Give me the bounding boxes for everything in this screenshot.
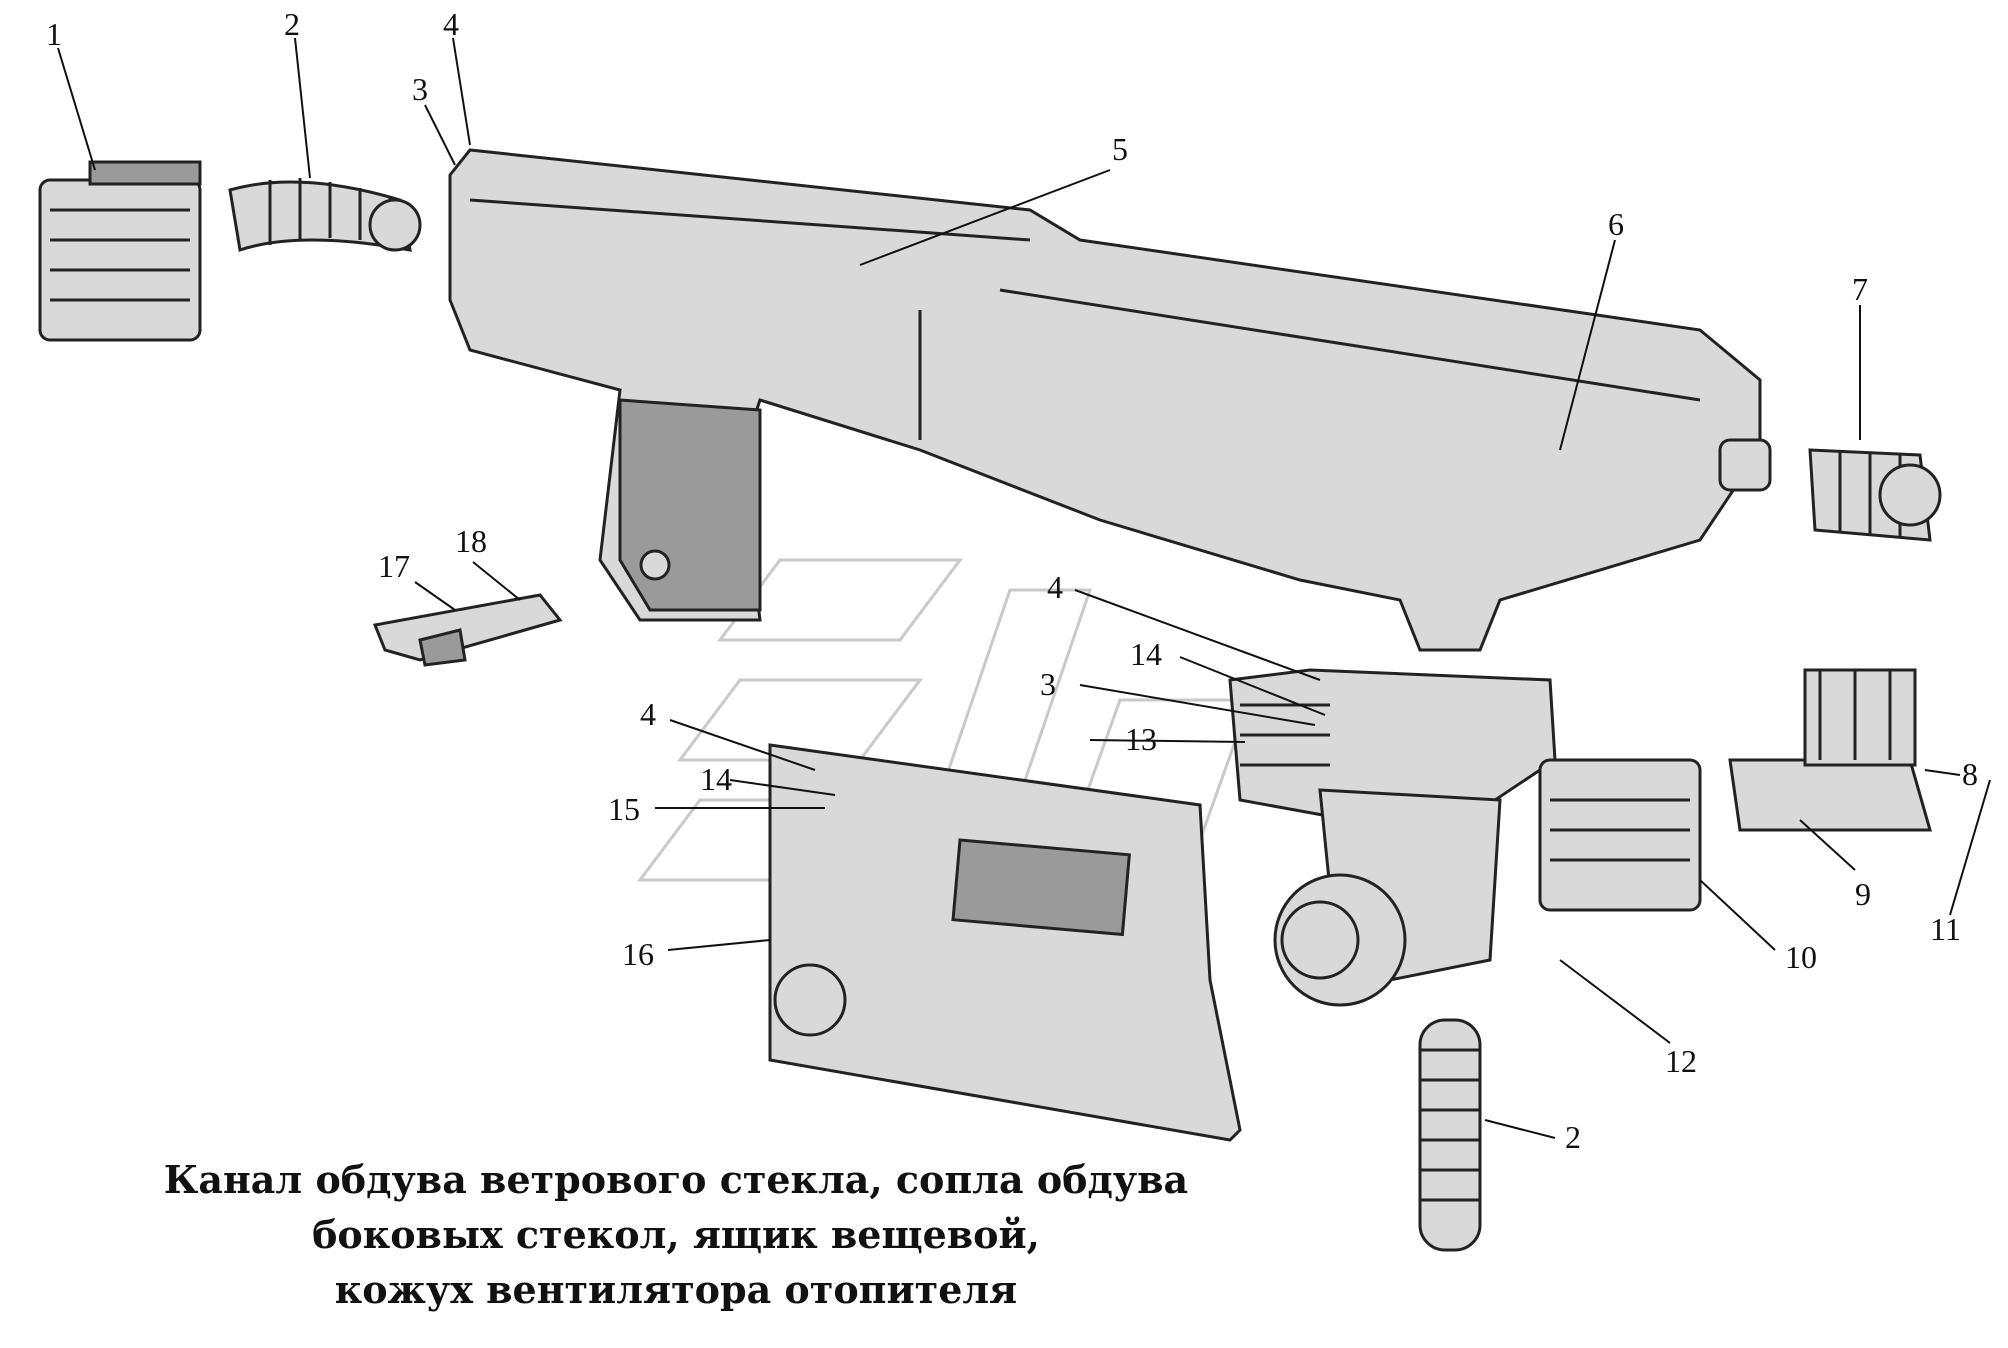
callout-2b: 2: [1565, 1119, 1581, 1155]
callout-17: 17: [378, 548, 410, 584]
fan-housing-part: [1228, 668, 1557, 1007]
hose-left-part: [228, 178, 422, 252]
glove-box-part: [768, 743, 1242, 1142]
callout-7: 7: [1852, 271, 1868, 307]
callout-9: 9: [1855, 876, 1871, 912]
caption-line-2: боковых стекол, ящик вещевой,: [312, 1212, 1040, 1257]
leader-lines: [57, 37, 1991, 1139]
callout-15: 15: [608, 791, 640, 827]
callout-5: 5: [1112, 131, 1128, 167]
callout-18: 18: [455, 523, 487, 559]
callout-4: 3: [412, 71, 428, 107]
caption-line-1: Канал обдува ветрового стекла, сопла обд…: [163, 1157, 1189, 1202]
callout-1: 1: [46, 16, 62, 52]
callout-4c: 4: [640, 696, 656, 732]
callout-2: 2: [284, 6, 300, 42]
callout-14: 14: [1130, 636, 1162, 672]
callout-12: 12: [1665, 1043, 1697, 1079]
callout-6: 6: [1608, 206, 1624, 242]
callout-14b: 14: [700, 761, 732, 797]
hose-right-part: [1808, 448, 1942, 542]
callout-11: 11: [1930, 911, 1961, 947]
windshield-duct-part: [448, 148, 1772, 652]
hose-bottom-part: [1418, 1018, 1482, 1252]
callout-3: 4: [443, 6, 459, 42]
callout-8: 8: [1962, 756, 1978, 792]
callout-labels: 1 2 3 4 5 6 7 17 18 4 14 3 13 4 14 15 16…: [46, 6, 1978, 1155]
callout-10: 10: [1785, 939, 1817, 975]
bracket-part: [372, 593, 563, 667]
nozzle-assembly-part: [1728, 668, 1932, 832]
nozzle-right-part: [1538, 758, 1702, 912]
caption-line-3: кожух вентилятора отопителя: [334, 1267, 1018, 1312]
callout-13: 13: [1125, 721, 1157, 757]
callout-16: 16: [622, 936, 654, 972]
nozzle-left-part: [38, 160, 202, 342]
callout-4b: 4: [1047, 569, 1063, 605]
callout-3b: 3: [1040, 666, 1056, 702]
